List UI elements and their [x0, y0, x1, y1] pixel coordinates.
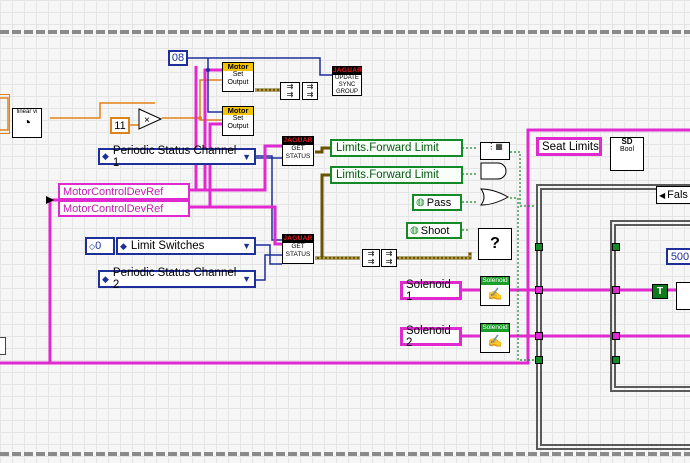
enum-value: Periodic Status Channel 2 — [112, 267, 237, 291]
boolean-tunnel — [612, 356, 620, 364]
case-structure-outer[interactable] — [536, 184, 690, 450]
partial-node-left — [0, 337, 6, 355]
jaguar-get-status-1[interactable]: JAGUAR GET STATUS — [282, 136, 314, 166]
motor-set-output-1[interactable]: Motor Set Output — [222, 62, 254, 92]
dropdown-icon: ◆ — [120, 240, 127, 251]
bool-label: Bool — [619, 146, 634, 153]
solenoid-2-subvi[interactable]: Solenoid ✍ — [480, 323, 510, 353]
motor-set-output-2[interactable]: Motor Set Output — [222, 106, 254, 136]
write-icon: ✍ — [487, 334, 503, 348]
chevron-down-icon[interactable]: ▼ — [242, 151, 251, 162]
bundle-node-1[interactable]: ⇉⇉ — [362, 249, 380, 267]
refnum-tunnel — [535, 332, 543, 340]
motor-header: Motor — [223, 63, 253, 71]
limit-switches-enum[interactable]: ◆ Limit Switches ▼ — [116, 237, 256, 255]
gauge-icon: ◔ — [22, 114, 32, 130]
bundle-node-2[interactable]: ⇉⇉ — [381, 249, 397, 267]
sd-label: SD — [621, 137, 633, 146]
jaguar-header: JAGUAR — [333, 67, 363, 75]
true-constant[interactable]: T — [652, 284, 668, 299]
or-gate-node[interactable] — [480, 188, 510, 206]
seat-limits-control[interactable]: Seat Limits — [536, 137, 602, 156]
pass-control[interactable]: ◍ Pass — [412, 194, 462, 211]
jaguar-update-sync-group[interactable]: JAGUAR UPDATE SYNC GROUP — [332, 66, 362, 96]
boolean-tunnel — [535, 356, 543, 364]
multiply-icon: × — [144, 115, 150, 126]
jaguar-body: GET STATUS — [285, 145, 311, 160]
arrow-left-icon: ◀ — [659, 190, 666, 200]
increment-icon: ◇ — [89, 241, 96, 251]
motor-body: Set Output — [227, 115, 249, 130]
chevron-down-icon[interactable]: ▼ — [242, 241, 251, 251]
forward-limit-indicator-2: Limits.Forward Limit — [330, 166, 463, 184]
numeric-constant-500[interactable]: 500 — [666, 248, 690, 265]
globe-icon: ◍ — [416, 197, 425, 208]
jaguar-body: GET STATUS — [285, 243, 311, 258]
limit-index-constant[interactable]: ◇ 0 — [85, 237, 115, 255]
numeric-constant-11[interactable]: 11 — [110, 117, 130, 134]
bottom-scroll-band — [0, 452, 690, 456]
linear-vi-label: linear vi — [16, 109, 38, 115]
jaguar-body: UPDATE SYNC GROUP — [335, 75, 359, 95]
motor-ref-control-1[interactable]: MotorControlDevRef — [58, 183, 190, 200]
refnum-tunnel — [535, 286, 543, 294]
jaguar-header: JAGUAR — [283, 235, 313, 243]
build-array-node[interactable]: ⋮▦ — [480, 142, 510, 160]
select-node-icon[interactable]: ? — [478, 228, 512, 260]
jaguar-header: JAGUAR — [283, 137, 313, 145]
boolean-tunnel — [612, 243, 620, 251]
motor-header: Motor — [223, 107, 253, 115]
periodic-status-2-enum[interactable]: ◆ Periodic Status Channel 2 ▼ — [98, 267, 256, 291]
refnum-tunnel — [612, 332, 620, 340]
seat-limits-subvi[interactable]: SD Bool — [610, 137, 644, 171]
case-structure-inner[interactable] — [610, 220, 690, 392]
top-scroll-band — [0, 30, 690, 34]
shoot-control[interactable]: ◍ Shoot — [406, 222, 462, 239]
solenoid-2-control[interactable]: Solenoid 2 — [400, 325, 462, 349]
unbundle-node-2[interactable]: ⇉⇉ — [302, 82, 318, 100]
linear-vi-node[interactable]: linear vi ◔ — [12, 108, 42, 138]
and-gate-node[interactable] — [480, 162, 510, 180]
enum-value: Limit Switches — [130, 240, 205, 252]
numeric-constant-08[interactable]: 08 — [168, 50, 188, 66]
subvi-partial[interactable] — [676, 282, 690, 310]
motor-ref-control-2[interactable]: MotorControlDevRef — [58, 200, 190, 217]
forward-limit-indicator-1: Limits.Forward Limit — [330, 139, 463, 157]
solenoid-1-subvi[interactable]: Solenoid ✍ — [480, 276, 510, 306]
orange-structure-edge — [0, 94, 10, 134]
arrow-right-icon — [46, 196, 54, 204]
solenoid-header: Solenoid — [481, 324, 509, 332]
multiply-node[interactable]: × — [138, 108, 162, 130]
solenoid-1-control[interactable]: Solenoid 1 — [400, 279, 462, 303]
globe-icon: ◍ — [410, 225, 419, 236]
chevron-down-icon[interactable]: ▼ — [242, 274, 251, 284]
periodic-status-1-enum[interactable]: ◆ Periodic Status Channel 1 ▼ — [98, 145, 256, 169]
enum-value: Periodic Status Channel 1 — [112, 144, 237, 169]
refnum-tunnel — [612, 286, 620, 294]
jaguar-get-status-2[interactable]: JAGUAR GET STATUS — [282, 234, 314, 264]
dropdown-icon: ◆ — [102, 273, 109, 284]
case-selector[interactable]: ◀ Fals — [656, 186, 690, 204]
motor-body: Set Output — [227, 71, 249, 86]
write-icon: ✍ — [487, 287, 503, 301]
unbundle-node-1[interactable]: ⇉⇉ — [280, 82, 300, 100]
dropdown-icon: ◆ — [102, 151, 109, 161]
boolean-tunnel — [535, 243, 543, 251]
solenoid-header: Solenoid — [481, 277, 509, 285]
